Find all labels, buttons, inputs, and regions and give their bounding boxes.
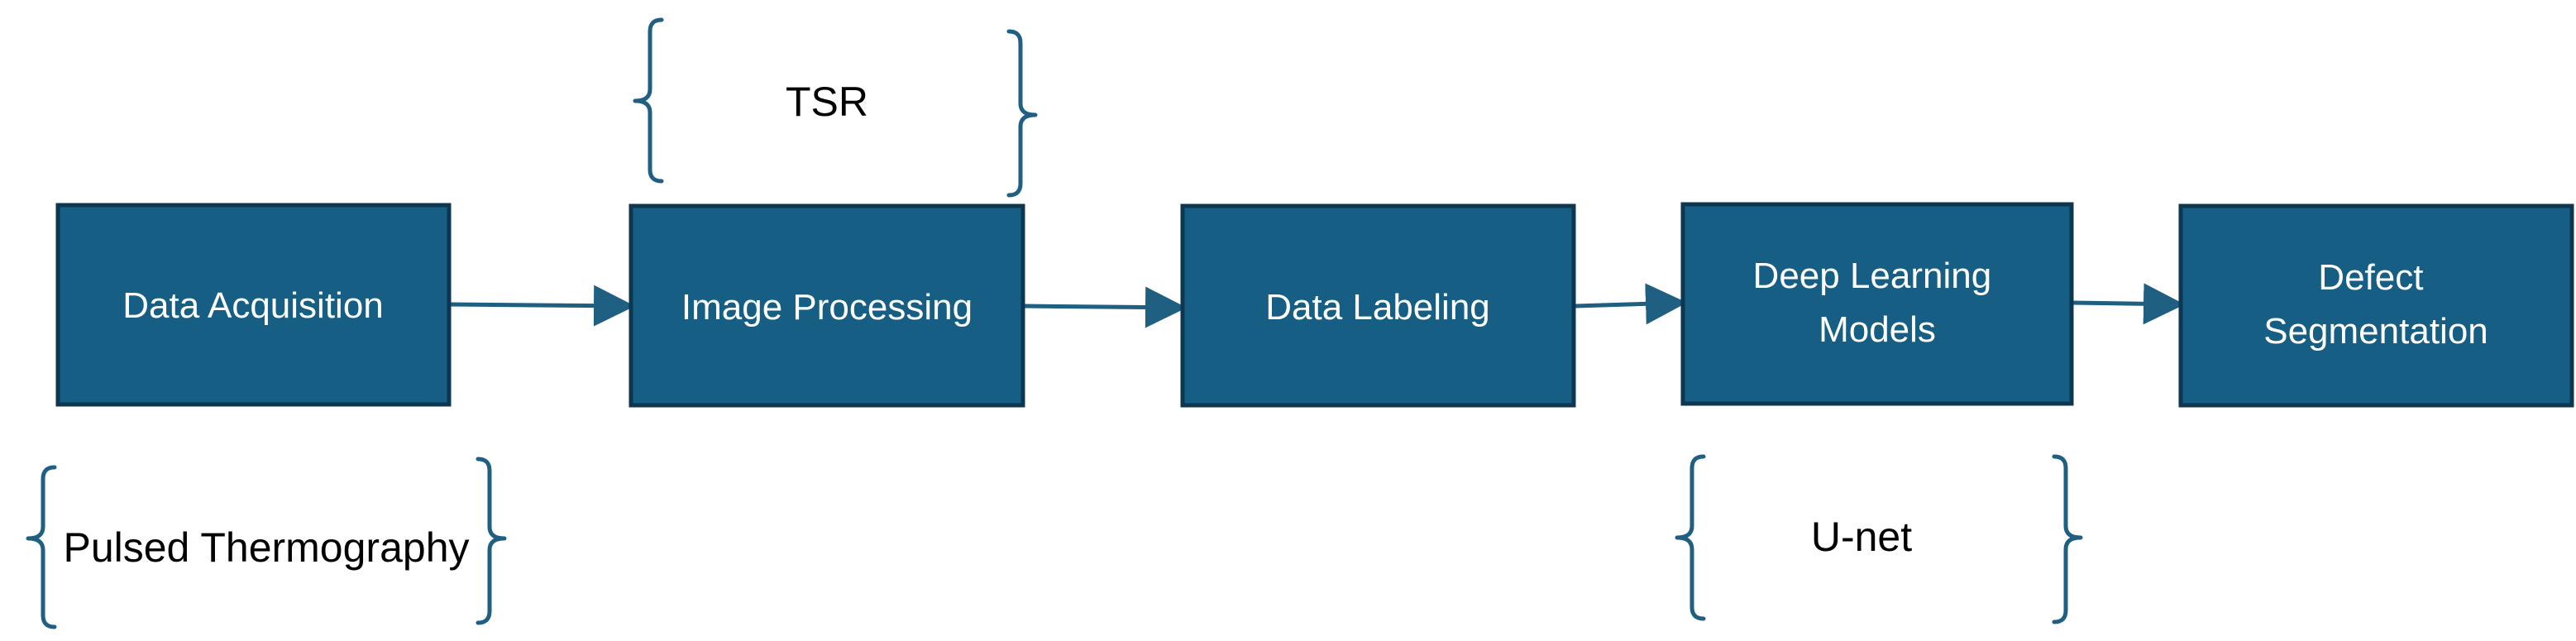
step-deep-learning-models: Deep Learning Models (1680, 202, 2074, 406)
annotation-tsr: TSR (633, 17, 1038, 198)
step-label: Data Labeling (1265, 287, 1490, 328)
arrow-processing-to-labeling (1022, 286, 1187, 328)
left-brace-icon (1675, 454, 1706, 621)
annotation-label: TSR (786, 79, 868, 125)
step-data-labeling: Data Labeling (1180, 203, 1576, 408)
step-label: Image Processing (681, 287, 973, 328)
right-brace-icon (1006, 29, 1038, 198)
annotation-label: Pulsed Thermography (63, 524, 469, 571)
arrow-labeling-to-models (1573, 283, 1687, 325)
step-data-acquisition: Data Acquisition (55, 203, 452, 407)
arrow-models-to-segmentation (2071, 283, 2185, 325)
left-brace-icon (633, 17, 664, 184)
step-image-processing: Image Processing (628, 203, 1025, 408)
annotation-pulsed-thermography: Pulsed Thermography (26, 457, 507, 629)
right-brace-icon (2052, 454, 2083, 624)
left-brace-icon (26, 465, 57, 629)
step-defect-segmentation: Defect Segmentation (2178, 203, 2574, 408)
annotation-u-net: U-net (1675, 454, 2083, 624)
annotation-label: U-net (1811, 514, 1912, 560)
step-label: Data Acquisition (122, 285, 384, 326)
step-label: Deep Learning Models (1753, 256, 2002, 350)
right-brace-icon (476, 457, 507, 625)
arrow-acquisition-to-processing (448, 285, 635, 327)
step-label: Defect Segmentation (2263, 257, 2488, 352)
